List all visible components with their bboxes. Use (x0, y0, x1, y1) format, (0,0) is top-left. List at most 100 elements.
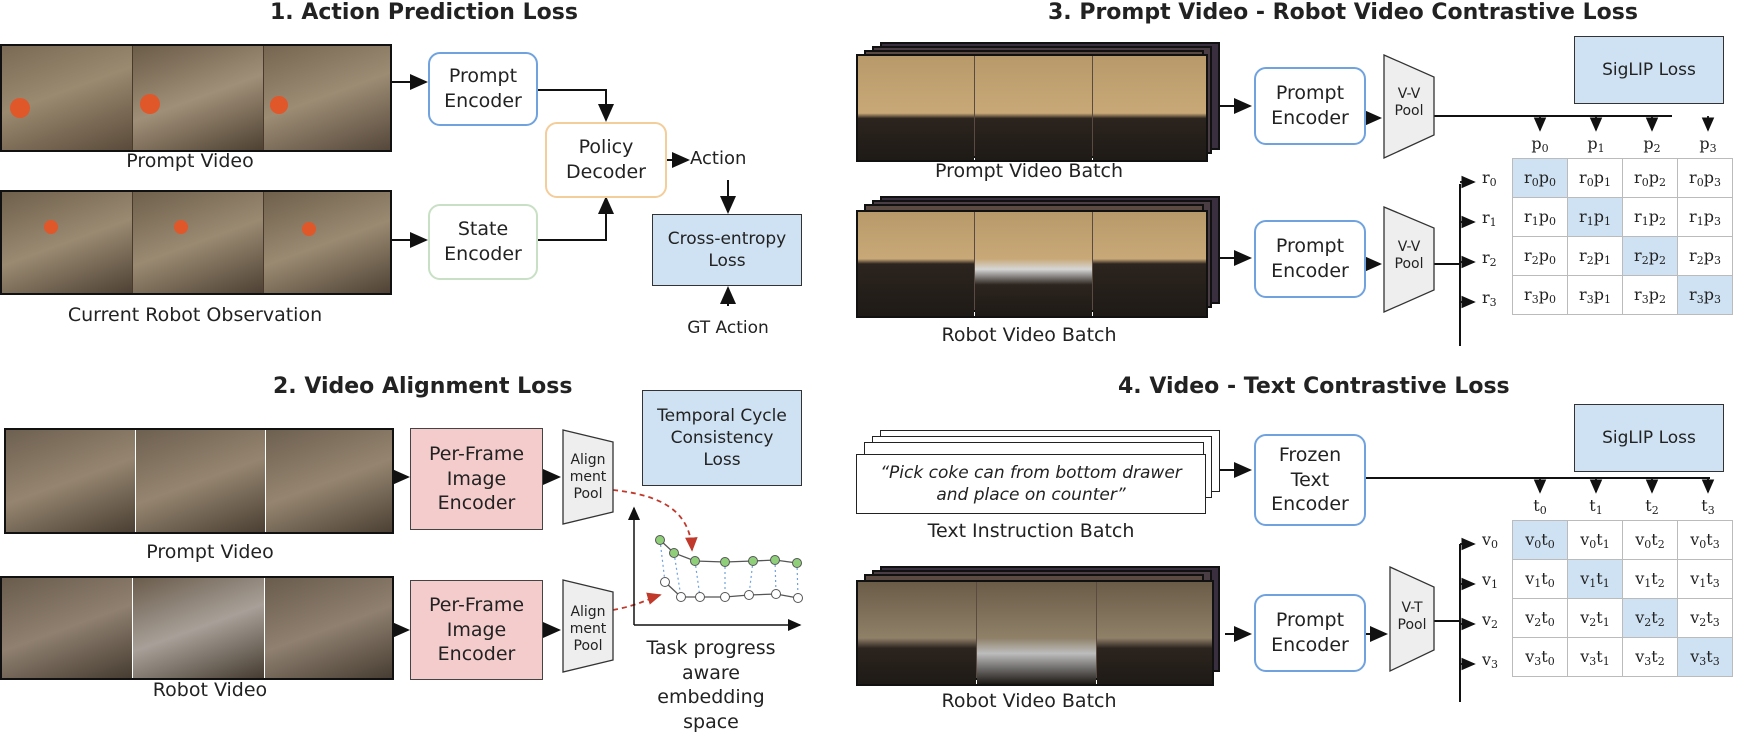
state-encoder-box: State Encoder (428, 204, 538, 280)
p4-robot-video-batch-stack (856, 566, 1226, 686)
p3-col-header: p1 (1587, 134, 1605, 155)
p3-matrix-cell: r0p0 (1512, 158, 1568, 198)
panel2-title: 2. Video Alignment Loss (273, 374, 573, 399)
p4-row-header: v0 (1482, 530, 1499, 551)
per-frame-encoder-bottom-label: Per-Frame Image Encoder (428, 593, 525, 666)
p3-col-header: p0 (1531, 134, 1549, 155)
p4-matrix-cell: v1t1 (1567, 559, 1623, 599)
prompt-video-frames (0, 44, 392, 152)
pool-shape (562, 429, 614, 525)
current-observation-frames (0, 190, 392, 295)
p3-row-header: r3 (1482, 288, 1497, 309)
gt-action-label: GT Action (687, 318, 769, 338)
vv-pool-bottom-label: V-V Pool (1394, 239, 1424, 272)
p4-matrix-cell: v0t0 (1512, 520, 1568, 560)
prompt-encoder-label: Prompt Encoder (444, 65, 522, 112)
p3-matrix-cell: r2p1 (1567, 236, 1623, 276)
alignment-pool-top-label: Align ment Pool (569, 452, 607, 502)
per-frame-encoder-top: Per-Frame Image Encoder (410, 428, 543, 530)
p3-row-header: r0 (1482, 168, 1497, 189)
alignment-prompt-video-frames (4, 428, 394, 534)
p4-matrix-cell: v1t2 (1622, 559, 1678, 599)
p4-matrix-cell: v0t3 (1677, 520, 1733, 560)
prompt-video-batch-stack (856, 42, 1226, 162)
p4-col-header: t0 (1533, 496, 1547, 517)
per-frame-encoder-bottom: Per-Frame Image Encoder (410, 580, 543, 680)
current-observation-label: Current Robot Observation (67, 304, 323, 326)
panel4-title: 4. Video - Text Contrastive Loss (1118, 374, 1510, 399)
text-instruction: “Pick coke can from bottom drawer and pl… (880, 462, 1182, 505)
p3-matrix-cell: r0p3 (1677, 158, 1733, 198)
p4-prompt-encoder-label: Prompt Encoder (1271, 609, 1349, 656)
p4-col-header: t1 (1589, 496, 1603, 517)
p4-matrix-cell: v0t1 (1567, 520, 1623, 560)
p4-siglip-loss-box: SigLIP Loss (1574, 404, 1724, 472)
alignment-robot-video-frames (0, 576, 394, 680)
robot-video-batch-label: Robot Video Batch (941, 324, 1117, 346)
p4-matrix-cell: v2t2 (1622, 598, 1678, 638)
state-encoder-label: State Encoder (444, 218, 522, 265)
pool-shape (1383, 206, 1435, 313)
p4-siglip-loss-label: SigLIP Loss (1602, 427, 1696, 448)
cross-entropy-loss-label: Cross-entropy Loss (667, 228, 787, 271)
p3-matrix-cell: r2p2 (1622, 236, 1678, 276)
p4-matrix-cell: v2t0 (1512, 598, 1568, 638)
p4-matrix-arrows (1460, 478, 1715, 671)
vv-pool-top-label: V-V Pool (1394, 86, 1424, 119)
prompt-video-label: Prompt Video (126, 150, 254, 172)
frozen-text-encoder-box: Frozen Text Encoder (1254, 434, 1366, 526)
p3-matrix-cell: r3p0 (1512, 275, 1568, 315)
p3-prompt-encoder-top: Prompt Encoder (1254, 67, 1366, 145)
cross-entropy-loss-box: Cross-entropy Loss (652, 214, 802, 286)
p3-matrix-cell: r0p2 (1622, 158, 1678, 198)
p3-col-header: p2 (1643, 134, 1661, 155)
vt-pool-label: V-T Pool (1397, 600, 1427, 633)
tcc-loss-box: Temporal Cycle Consistency Loss (642, 390, 802, 486)
action-label: Action (690, 148, 747, 169)
policy-decoder-label: Policy Decoder (566, 136, 646, 183)
p4-robot-video-batch-label: Robot Video Batch (941, 690, 1117, 712)
pool-shape (1389, 565, 1435, 673)
p4-matrix-cell: v3t3 (1677, 637, 1733, 677)
p3-matrix-arrows (1460, 116, 1715, 309)
p4-matrix-cell: v1t0 (1512, 559, 1568, 599)
alignment-prompt-video-label: Prompt Video (146, 541, 274, 563)
p3-prompt-encoder-bottom-label: Prompt Encoder (1271, 235, 1349, 282)
alignment-robot-video-label: Robot Video (152, 679, 268, 701)
p4-row-header: v1 (1482, 570, 1499, 591)
p4-matrix-cell: v2t3 (1677, 598, 1733, 638)
p4-row-header: v2 (1482, 610, 1499, 631)
p4-matrix-cell: v3t1 (1567, 637, 1623, 677)
p4-matrix-cell: v1t3 (1677, 559, 1733, 599)
p3-matrix-cell: r0p1 (1567, 158, 1623, 198)
p3-row-header: r1 (1482, 208, 1497, 229)
p3-matrix-cell: r2p3 (1677, 236, 1733, 276)
text-instruction-batch-label: Text Instruction Batch (927, 520, 1135, 542)
tcc-loss-label: Temporal Cycle Consistency Loss (657, 405, 787, 471)
p3-matrix-cell: r1p1 (1567, 197, 1623, 237)
p3-prompt-encoder-top-label: Prompt Encoder (1271, 82, 1349, 129)
panel1-title: 1. Action Prediction Loss (270, 0, 578, 25)
prompt-encoder-box: Prompt Encoder (428, 52, 538, 126)
p3-matrix-cell: r3p3 (1677, 275, 1733, 315)
pool-shape (1383, 54, 1435, 160)
alignment-pool-bottom-label: Align ment Pool (569, 604, 607, 654)
pool-shape (562, 579, 614, 673)
p3-col-header: p3 (1699, 134, 1717, 155)
p3-matrix-cell: r1p0 (1512, 197, 1568, 237)
p3-matrix-cell: r1p3 (1677, 197, 1733, 237)
frozen-text-encoder-label: Frozen Text Encoder (1271, 443, 1349, 516)
p4-matrix-cell: v2t1 (1567, 598, 1623, 638)
